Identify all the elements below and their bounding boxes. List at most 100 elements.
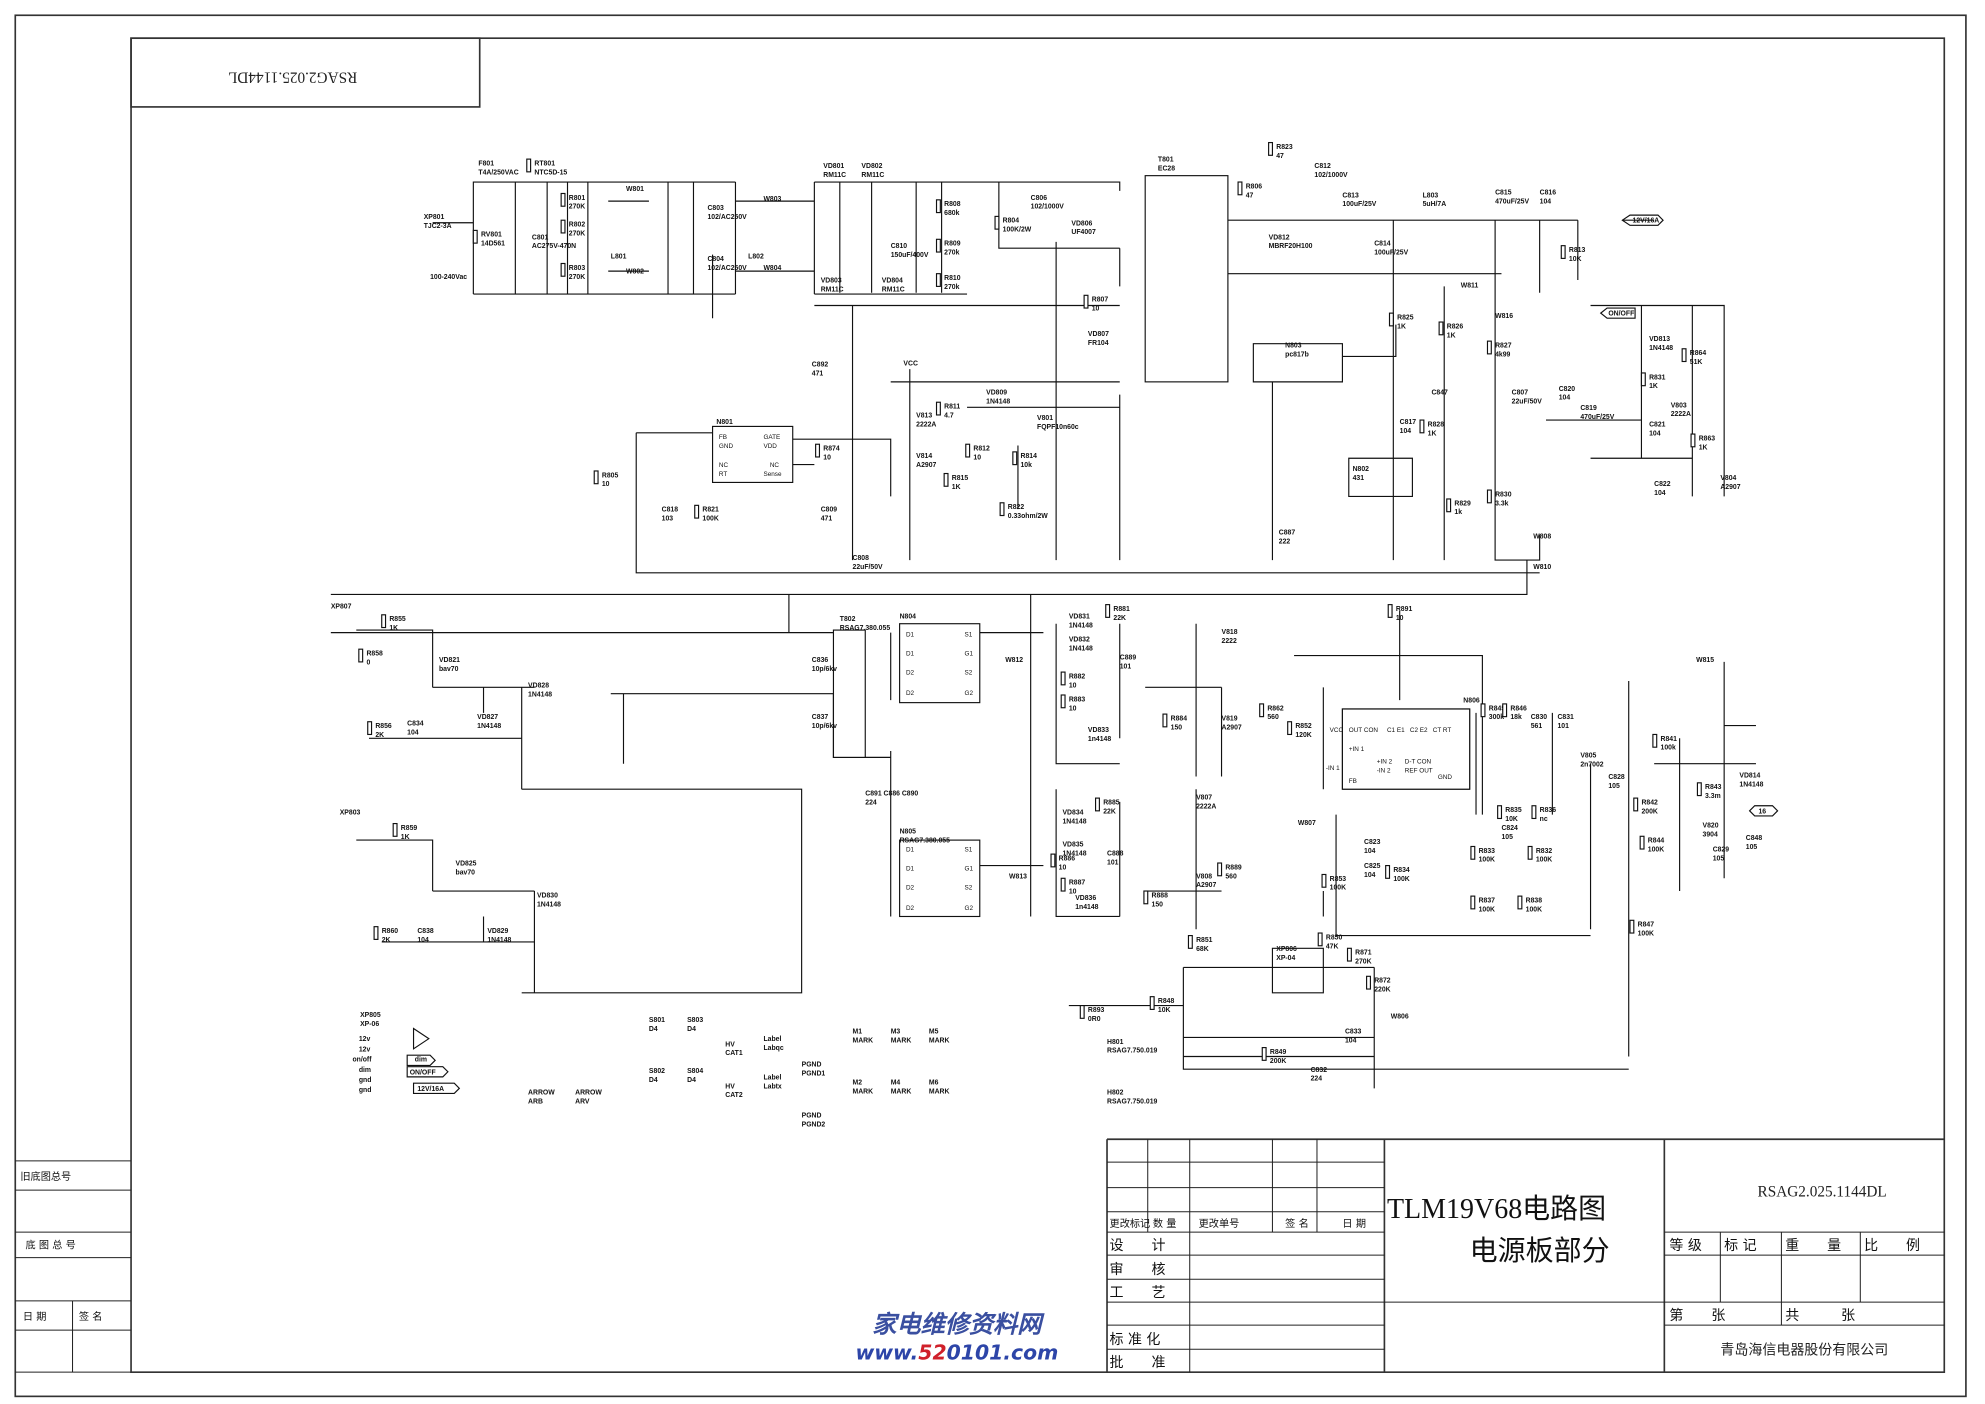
component-value: PGND1 <box>802 1071 826 1078</box>
resistor-symbol <box>815 443 821 458</box>
component-ref: C801 <box>532 234 549 241</box>
component-value: D4 <box>687 1026 696 1033</box>
component-ref: R814 <box>1020 453 1037 460</box>
resistor-symbol <box>999 502 1005 517</box>
component-value: 18k <box>1510 714 1522 721</box>
component-value: RSAG7.380.055 <box>840 625 891 632</box>
resistor-symbol <box>1268 141 1274 156</box>
resistor-symbol <box>1050 853 1056 868</box>
component-arrow: ARROW ARV <box>575 1090 602 1106</box>
component-ref: ARROW <box>575 1090 602 1097</box>
component-value: 1N4148 <box>477 723 501 730</box>
resistor-symbol <box>1237 181 1243 196</box>
resistor-symbol <box>935 401 941 416</box>
component-ref: N803 <box>1285 342 1302 349</box>
component-ref: R823 <box>1276 144 1293 151</box>
component-ref: VD829 <box>487 928 508 935</box>
svg-text:Sense: Sense <box>763 471 781 478</box>
component-value: 100K <box>1393 876 1409 883</box>
component-ref: R802 <box>569 222 586 229</box>
component-ref: VD832 <box>1069 637 1090 644</box>
component-value: FR104 <box>1088 340 1109 347</box>
component-ref: N802 <box>1353 466 1370 473</box>
resistor-symbol <box>1143 890 1149 905</box>
weight-label: 重 量 <box>1785 1238 1841 1254</box>
ic-n804 <box>899 623 981 704</box>
resistor-symbol <box>1446 498 1452 513</box>
svg-text:D1: D1 <box>906 847 915 854</box>
component-value: 220K <box>1374 987 1390 994</box>
component-value: 10K <box>1569 256 1582 263</box>
resistor-symbol <box>392 822 398 837</box>
component-value: 431 <box>1353 475 1365 482</box>
component-value: 100K <box>1526 906 1542 913</box>
component-value: PGND2 <box>802 1122 826 1129</box>
component-label: Label Labtx <box>763 1074 781 1090</box>
svg-text:S2: S2 <box>965 885 973 892</box>
component-ref: V814 <box>916 453 932 460</box>
component-value: 471 <box>821 516 833 523</box>
component-value: 2222A <box>1196 803 1216 810</box>
resistor-symbol <box>1517 895 1523 910</box>
resistor-symbol <box>1502 703 1508 718</box>
component-value: MARK <box>853 1037 874 1044</box>
svg-text:D2: D2 <box>906 885 915 892</box>
component-ref: R829 <box>1454 500 1471 507</box>
svg-text:gnd: gnd <box>359 1077 372 1084</box>
svg-text:REF OUT: REF OUT <box>1405 768 1433 775</box>
resistor-symbol <box>560 192 566 207</box>
component-ref: R889 <box>1225 864 1242 871</box>
component-value: 270k <box>944 250 959 257</box>
component-value: 14D561 <box>481 241 505 248</box>
component-ref: C808 <box>853 555 870 562</box>
component-value: 100K <box>1330 885 1346 892</box>
component-ref: C813 <box>1342 192 1359 199</box>
component-ref: R837 <box>1479 897 1496 904</box>
component-value: 103 <box>662 516 674 523</box>
svg-text:ON/OFF: ON/OFF <box>410 1069 436 1076</box>
resistor-symbol <box>1640 372 1646 387</box>
resistor-symbol <box>1388 312 1394 327</box>
component-ref: V813 <box>916 413 932 420</box>
component-ref: C823 <box>1364 839 1381 846</box>
transformer-t802 <box>832 629 866 758</box>
component-ref: R886 <box>1059 855 1076 862</box>
component-value: 1K <box>1649 383 1658 390</box>
component-ref: N801 <box>716 419 733 426</box>
component-w804: W804 <box>763 265 781 272</box>
component-ref: V820 <box>1703 822 1719 829</box>
component-ref: W813 <box>1009 873 1027 880</box>
svg-text:S1: S1 <box>965 847 973 854</box>
component-value: CAT1 <box>725 1050 743 1057</box>
component-value: T4A/250VAC <box>478 169 518 176</box>
component-value: D4 <box>649 1026 658 1033</box>
component-ref: R811 <box>944 404 960 411</box>
resistor-symbol <box>1317 932 1323 947</box>
component-hv: HV CAT2 <box>725 1083 743 1099</box>
component-value: 2K <box>375 732 384 739</box>
component-ref: VD830 <box>537 892 558 899</box>
component-value: 150 <box>1152 901 1164 908</box>
component-value: FQPF10n60c <box>1037 424 1079 431</box>
